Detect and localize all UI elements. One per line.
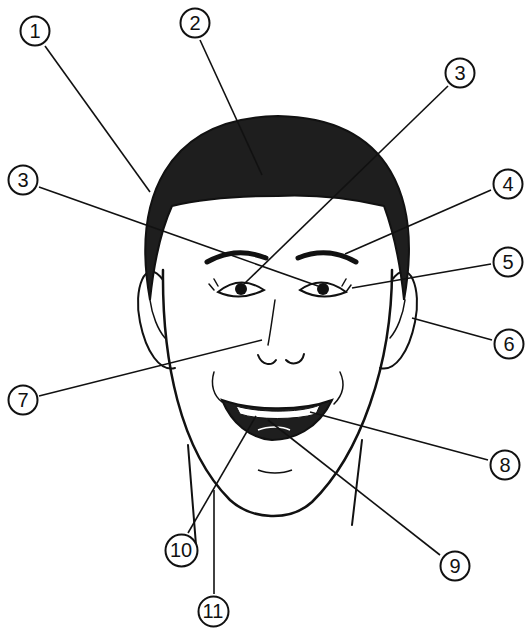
cheek-line (212, 372, 222, 402)
leader-line (45, 46, 150, 192)
callout-circle-outline (9, 166, 38, 195)
leader-line (268, 420, 440, 555)
callout-number: 3 (454, 63, 465, 83)
callout-circle: 3 (444, 57, 476, 89)
eyebrow (298, 253, 356, 262)
tongue (258, 427, 290, 430)
callout-circle-outline (181, 9, 210, 38)
callout-circle-outline (198, 596, 228, 626)
pupil (235, 283, 247, 295)
leader-line (39, 340, 262, 396)
ear-detail (390, 300, 405, 338)
callout-circle-outline (495, 330, 524, 359)
callout-circle-outline (446, 59, 475, 88)
leader-line (188, 416, 256, 533)
callout-circle: 7 (7, 384, 39, 416)
nose (268, 300, 275, 345)
leader-line (200, 40, 262, 175)
ear (380, 271, 417, 368)
eye (218, 282, 264, 296)
cheek-line (334, 372, 343, 404)
callout-circle-outline (9, 386, 38, 415)
callout-circle: 11 (197, 595, 230, 628)
mouth (222, 400, 332, 440)
hair (145, 116, 408, 300)
leader-line (213, 490, 215, 594)
callout-number: 10 (170, 540, 192, 560)
leader-line (310, 412, 488, 460)
callout-number: 6 (503, 334, 514, 354)
chin-line (258, 470, 292, 473)
leader-line (412, 318, 492, 340)
callout-circle: 9 (439, 550, 471, 582)
callout-circle: 1 (19, 15, 51, 47)
neck-line (352, 440, 362, 525)
callout-circle-outline (494, 248, 523, 277)
callout-number: 4 (502, 174, 513, 194)
callout-number: 7 (17, 390, 28, 410)
nostril (258, 354, 304, 364)
callout-number: 1 (29, 21, 40, 41)
leader-line (39, 187, 318, 286)
callout-number: 5 (502, 252, 513, 272)
eye (300, 282, 346, 296)
leader-lines (39, 40, 492, 594)
callout-number: 3 (17, 170, 28, 190)
pupil (317, 283, 329, 295)
callout-circle-outline (494, 170, 523, 199)
callout-circle-outline (21, 17, 50, 46)
eyelash (209, 279, 351, 292)
ear (138, 271, 175, 368)
callout-circle: 8 (489, 449, 521, 481)
leader-line (352, 264, 491, 288)
callout-number: 9 (449, 556, 460, 576)
callout-circle: 5 (492, 246, 524, 278)
callout-circle: 4 (492, 168, 524, 200)
callout-circle: 6 (493, 328, 525, 360)
callout-circle: 3 (7, 164, 39, 196)
teeth (236, 405, 320, 419)
callout-circle: 2 (179, 7, 211, 39)
callout-number: 8 (499, 455, 510, 475)
callout-circle-outline (441, 552, 470, 581)
callout-circle: 10 (164, 533, 199, 568)
callout-circle-outline (165, 534, 197, 566)
leader-line (345, 190, 491, 254)
callout-number: 2 (189, 13, 200, 33)
face-outline (163, 270, 392, 516)
callout-circle-outline (491, 451, 520, 480)
callout-number: 11 (203, 601, 224, 621)
